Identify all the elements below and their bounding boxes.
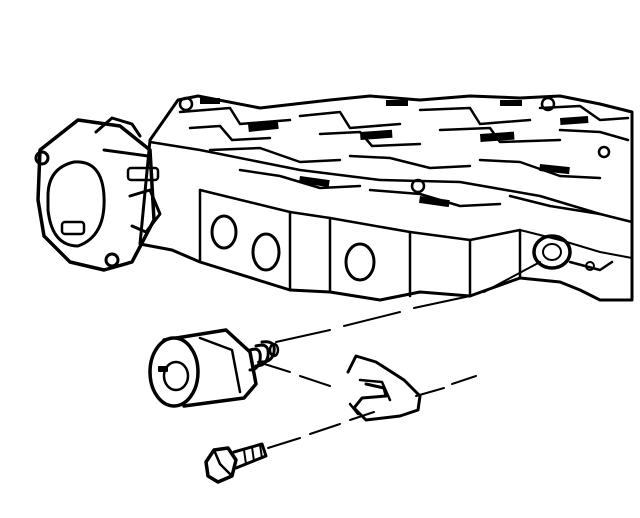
valve-body-icon xyxy=(34,94,634,302)
clip-icon xyxy=(346,354,422,422)
bolt-icon xyxy=(204,442,268,484)
solenoid-icon xyxy=(148,328,280,408)
alignment-lines xyxy=(257,261,541,449)
